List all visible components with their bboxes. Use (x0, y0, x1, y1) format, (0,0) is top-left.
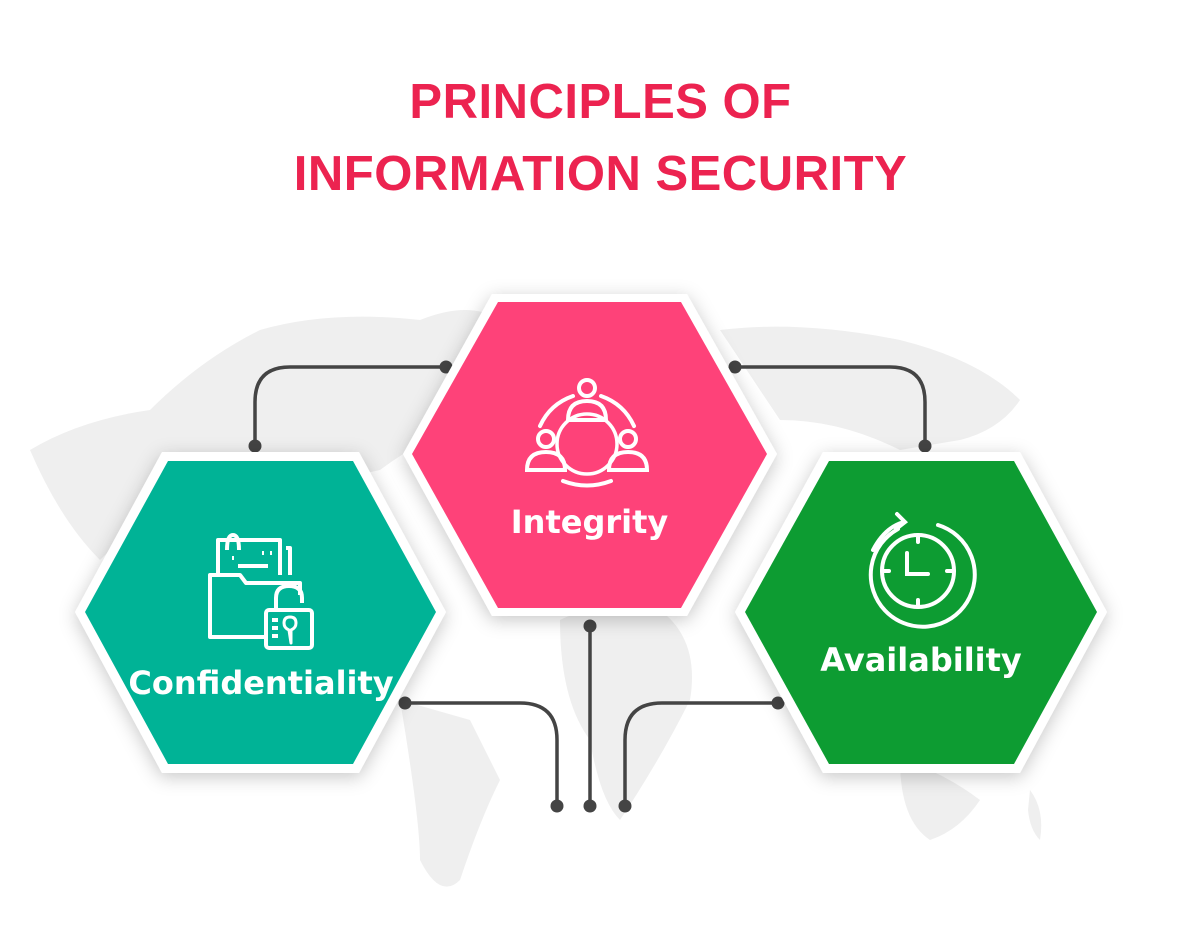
hexagon-availability (735, 452, 1107, 773)
connector-dots (248, 360, 932, 813)
clock-refresh-icon (868, 512, 977, 629)
title-line-1: PRINCIPLES OF (409, 75, 792, 129)
availability-label: Availability (820, 641, 1022, 679)
people-circle-icon (524, 378, 650, 488)
title-line-2: INFORMATION SECURITY (293, 147, 908, 201)
confidentiality-label: Confidentiality (128, 664, 394, 702)
connector-lines (253, 365, 927, 806)
hexagon-integrity (403, 294, 777, 616)
integrity-label: Integrity (510, 503, 669, 541)
hexagon-confidentiality (75, 452, 446, 773)
folder-lock-icon (208, 533, 314, 650)
